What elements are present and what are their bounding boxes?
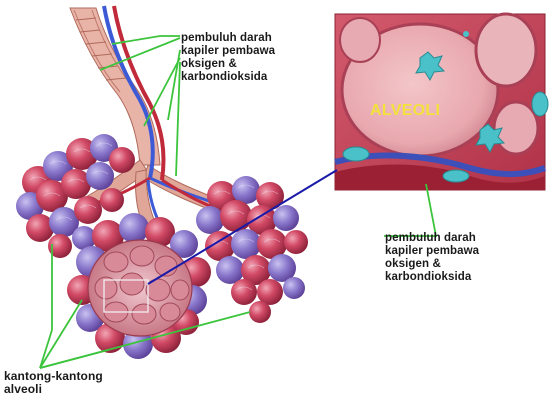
label-line: alveoli	[4, 383, 103, 396]
label-alveolar-sacs: kantong-kantong alveoli	[4, 370, 103, 396]
label-line: oksigen &	[385, 258, 479, 271]
label-capillary-right: pembuluh darah kapiler pembawa oksigen &…	[385, 232, 479, 284]
label-line: kapiler pembawa	[385, 245, 479, 258]
alveolus-inset	[335, 14, 548, 190]
label-line: karbondioksida	[181, 71, 275, 84]
label-line: karbondioksida	[385, 271, 479, 284]
label-capillary-top: pembuluh darah kapiler pembawa oksigen &…	[181, 32, 275, 84]
label-line: kapiler pembawa	[181, 45, 275, 58]
label-line: pembuluh darah	[385, 232, 479, 245]
inset-title: ALVEOLI	[370, 102, 440, 120]
label-line: oksigen &	[181, 58, 275, 71]
label-line: pembuluh darah	[181, 32, 275, 45]
